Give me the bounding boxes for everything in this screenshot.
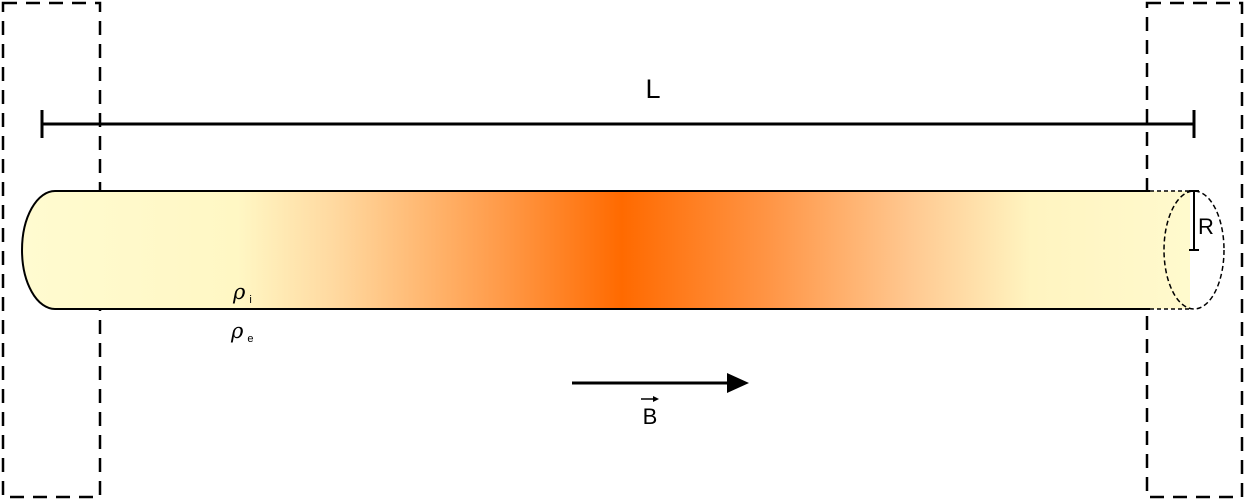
left-boundary-box [1,1,102,499]
field-arrow-icon [572,373,749,393]
rho-internal-label: ρ i [232,280,252,306]
radius-dimension [1189,190,1199,251]
rho-internal-subscript: i [249,294,251,306]
rho-external-symbol: ρ [230,319,244,343]
rho-external-subscript: e [247,333,253,345]
length-label: L [645,74,660,104]
length-dimension [40,110,1196,138]
flux-tube-outline [21,190,1150,310]
rho-internal-symbol: ρ [232,280,246,304]
radius-label: R [1198,214,1214,239]
tube-cross-section [1163,190,1225,310]
vector-arrow-icon [641,396,659,402]
rho-external-label: ρ e [230,319,253,345]
flux-tube [22,191,1191,309]
field-label: B [643,404,658,429]
